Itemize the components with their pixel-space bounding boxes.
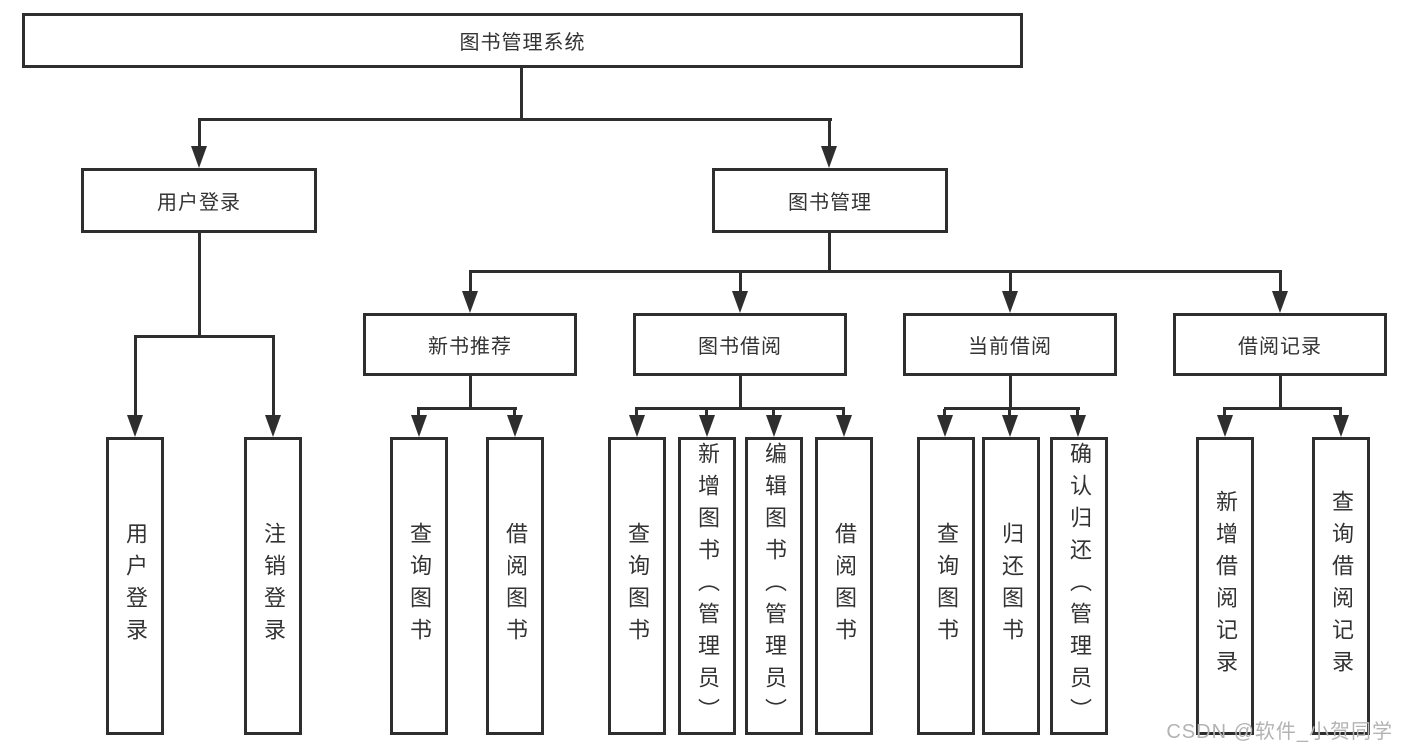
connector-line <box>828 120 831 147</box>
leaf-add-book-admin: 新增图书（管理员） <box>678 437 736 735</box>
leaf-query-books-recommend: 查询图书 <box>390 437 448 735</box>
connector-line <box>1009 376 1012 409</box>
connector-line <box>1223 409 1226 418</box>
arrow-down-icon <box>836 415 852 437</box>
arrow-down-icon <box>507 415 523 437</box>
leaf-label: 确认归还（管理员） <box>1067 442 1092 730</box>
connector-line <box>1009 272 1012 293</box>
leaf-label: 查询图书 <box>934 522 959 650</box>
connector-line <box>1076 409 1079 418</box>
connector-line <box>705 409 708 418</box>
connector-line <box>513 409 516 418</box>
connector-line <box>1279 376 1282 409</box>
leaf-edit-book-admin: 编辑图书（管理员） <box>745 437 803 735</box>
connector-line <box>134 335 275 338</box>
connector-line <box>1223 407 1342 410</box>
leaf-label: 编辑图书（管理员） <box>762 442 787 730</box>
arrow-down-icon <box>821 146 837 168</box>
leaf-label: 查询图书 <box>625 522 650 650</box>
node-new-book-recommend: 新书推荐 <box>363 313 577 376</box>
leaf-label: 新增借阅记录 <box>1213 490 1238 682</box>
arrow-down-icon <box>411 415 427 437</box>
arrow-down-icon <box>265 415 281 437</box>
connector-line <box>198 233 201 335</box>
node-library-system: 图书管理系统 <box>22 13 1023 68</box>
connector-line <box>842 409 845 418</box>
leaf-user-login: 用户登录 <box>106 437 164 735</box>
arrow-down-icon <box>1002 415 1018 437</box>
leaf-label: 归还图书 <box>999 522 1024 650</box>
leaf-label: 新增图书（管理员） <box>695 442 720 730</box>
node-user-login: 用户登录 <box>81 168 317 233</box>
connector-line <box>1279 272 1282 293</box>
arrow-down-icon <box>1070 415 1086 437</box>
arrow-down-icon <box>732 291 748 313</box>
leaf-label: 用户登录 <box>123 522 148 650</box>
leaf-borrow-book-recommend: 借阅图书 <box>486 437 544 735</box>
connector-line <box>520 68 523 118</box>
leaf-borrow-book: 借阅图书 <box>815 437 873 735</box>
arrow-down-icon <box>766 415 782 437</box>
node-book-borrow: 图书借阅 <box>633 313 847 376</box>
leaf-query-books-borrow: 查询图书 <box>608 437 666 735</box>
leaf-logout: 注销登录 <box>244 437 302 735</box>
arrow-down-icon <box>1272 291 1288 313</box>
connector-line <box>635 409 638 418</box>
connector-line <box>469 376 472 409</box>
node-book-management: 图书管理 <box>712 168 948 233</box>
connector-line <box>1008 409 1011 418</box>
connector-line <box>469 270 1282 273</box>
arrow-down-icon <box>937 415 953 437</box>
connector-line <box>943 409 946 418</box>
arrow-down-icon <box>1333 415 1349 437</box>
watermark: CSDN @软件_小贺同学 <box>1166 721 1393 743</box>
connector-line <box>944 407 1080 410</box>
arrow-down-icon <box>127 415 143 437</box>
leaf-label: 借阅图书 <box>832 522 857 650</box>
node-current-borrow: 当前借阅 <box>903 313 1117 376</box>
arrow-down-icon <box>1002 291 1018 313</box>
leaf-label: 查询借阅记录 <box>1329 490 1354 682</box>
leaf-query-borrow-record: 查询借阅记录 <box>1312 437 1370 735</box>
node-borrow-records: 借阅记录 <box>1173 313 1387 376</box>
leaf-return-book: 归还图书 <box>982 437 1040 735</box>
arrow-down-icon <box>462 291 478 313</box>
connector-line <box>1339 409 1342 418</box>
connector-line <box>772 409 775 418</box>
leaf-add-borrow-record: 新增借阅记录 <box>1196 437 1254 735</box>
connector-line <box>198 118 832 121</box>
leaf-query-books-current: 查询图书 <box>917 437 975 735</box>
connector-line <box>134 337 137 417</box>
connector-line <box>272 337 275 417</box>
leaf-label: 借阅图书 <box>503 522 528 650</box>
connector-line <box>635 407 845 410</box>
connector-line <box>739 376 742 409</box>
leaf-confirm-return-admin: 确认归还（管理员） <box>1050 437 1108 735</box>
arrow-down-icon <box>699 415 715 437</box>
connector-line <box>739 272 742 293</box>
leaf-label: 注销登录 <box>261 522 286 650</box>
connector-line <box>469 272 472 293</box>
arrow-down-icon <box>191 146 207 168</box>
connector-line <box>417 409 420 418</box>
connector-line <box>828 233 831 270</box>
arrow-down-icon <box>1217 415 1233 437</box>
connector-line <box>198 120 201 147</box>
leaf-label: 查询图书 <box>407 522 432 650</box>
connector-line <box>417 407 517 410</box>
arrow-down-icon <box>629 415 645 437</box>
